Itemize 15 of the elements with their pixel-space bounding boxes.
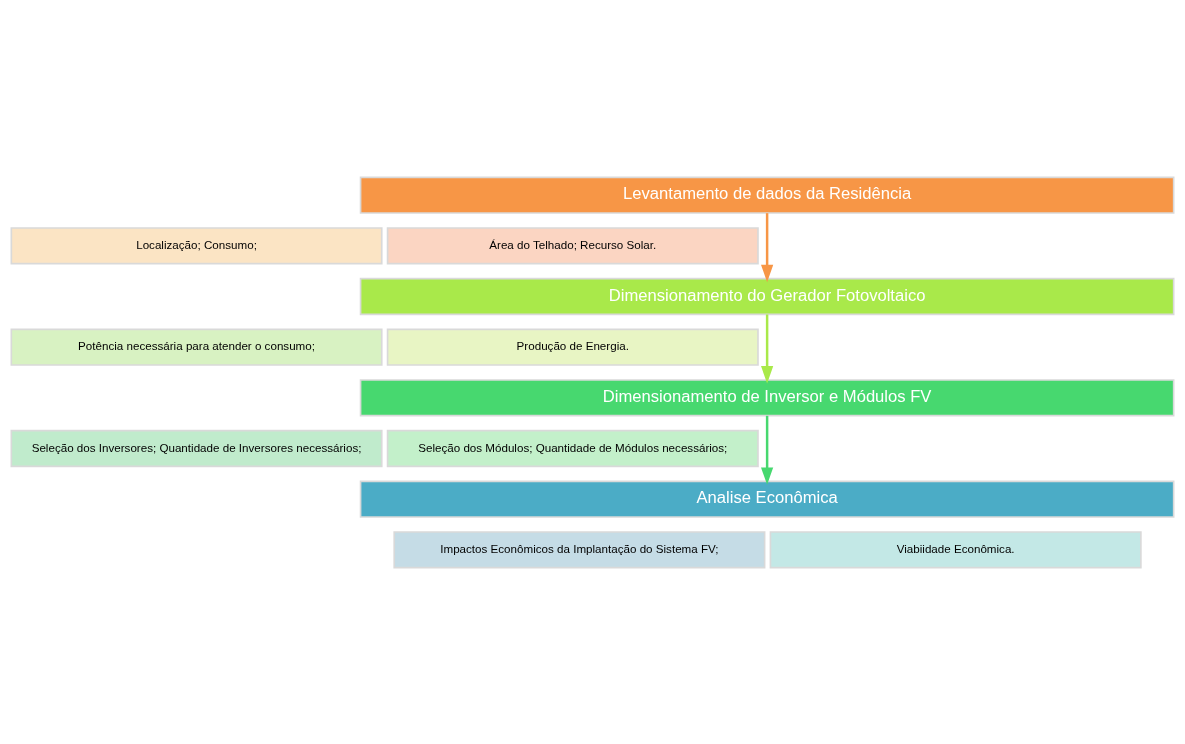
node-box: Potência necessária para atender o consumo; bbox=[10, 328, 383, 366]
node-box: Seleção dos Módulos; Quantidade de Módulos necessários; bbox=[386, 429, 759, 467]
arrow bbox=[761, 313, 774, 384]
node-box: Viabiidade Econômica. bbox=[769, 530, 1142, 568]
arrow bbox=[761, 212, 774, 282]
node-box: Produção de Energia. bbox=[386, 328, 759, 366]
node-box: Impactos Econômicos da Implantação do Sistema FV; bbox=[393, 530, 766, 568]
node-box: Levantamento de dados da Residência bbox=[359, 176, 1175, 214]
node-box: Seleção dos Inversores; Quantidade de Inversores necessários; bbox=[10, 429, 383, 467]
node-box: Analise Econômica bbox=[359, 479, 1175, 518]
node-box: Dimensionamento de Inversor e Módulos FV bbox=[359, 378, 1175, 416]
node-box: Área do Telhado; Recurso Solar. bbox=[386, 226, 759, 265]
node-box: Dimensionamento do Gerador Fotovoltaico bbox=[359, 277, 1175, 315]
node-box: Localização; Consumo; bbox=[10, 226, 383, 265]
arrow bbox=[761, 415, 774, 485]
